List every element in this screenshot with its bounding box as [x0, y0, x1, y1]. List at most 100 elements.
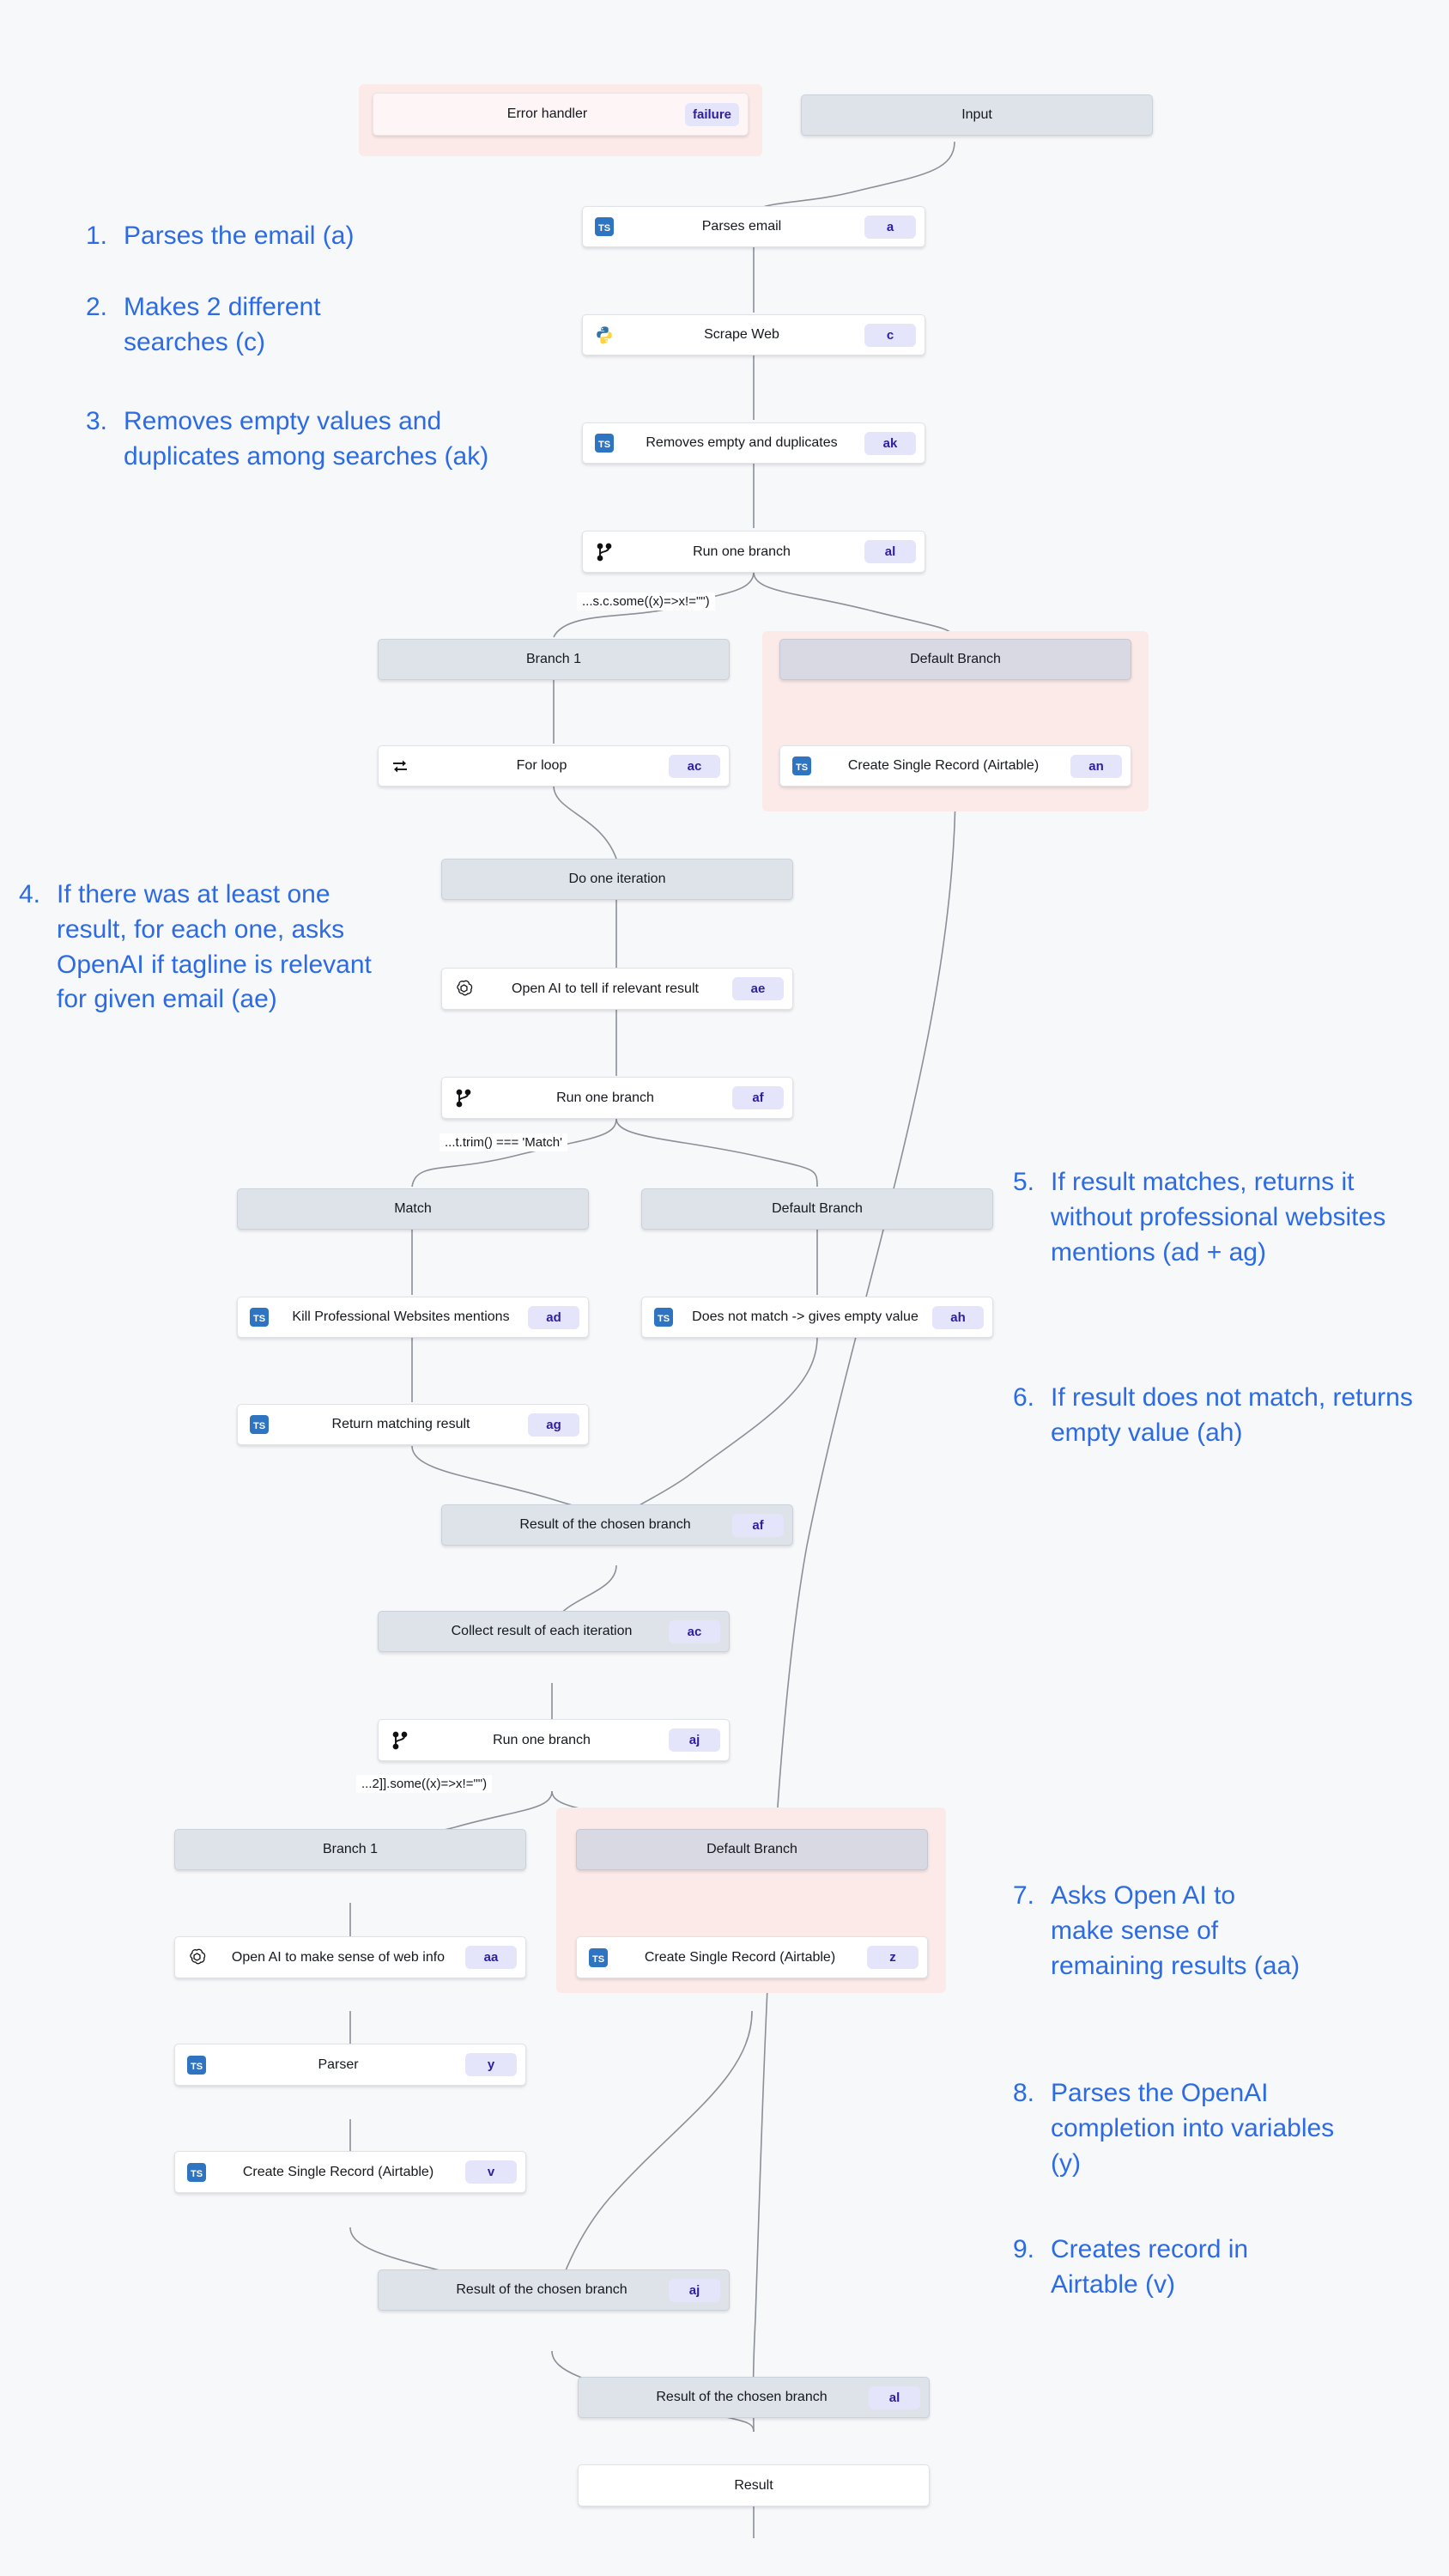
node-branch-1-bottom[interactable]: Branch 1 [174, 1829, 526, 1870]
annotation-text: If result does not match, returns empty … [1051, 1383, 1413, 1447]
node-label: Scrape Web [704, 327, 779, 342]
node-label: Create Single Record (Airtable) [242, 2164, 434, 2179]
node-label: Kill Professional Websites mentions [292, 1309, 510, 1324]
node-label: Parses email [701, 219, 782, 234]
node-badge: ac [669, 754, 720, 778]
node-label: Branch 1 [525, 652, 582, 666]
node-label: Default Branch [706, 1842, 797, 1856]
node-badge: z [867, 1946, 919, 1969]
branch-icon [590, 543, 619, 562]
annotation-text: If there was at least one result, for ea… [57, 880, 372, 1014]
annotation-number: 1. [86, 222, 108, 250]
branch-condition-middle: ...t.trim() === 'Match' [440, 1133, 568, 1151]
node-badge: ah [932, 1305, 984, 1329]
typescript-icon: TS [182, 2162, 211, 2182]
node-return-matching-result[interactable]: TS Return matching result ag [237, 1404, 589, 1445]
branch-condition-top: ...s.c.some((x)=>x!="") [577, 592, 715, 611]
openai-icon [182, 1947, 211, 1967]
node-badge: c [864, 323, 916, 347]
node-badge: ag [528, 1413, 579, 1437]
annotation-2: 2. Makes 2 different searches (c) [86, 290, 395, 361]
node-label: Result of the chosen branch [519, 1517, 691, 1532]
node-label: Branch 1 [322, 1842, 379, 1856]
annotation-8: 8. Parses the OpenAI completion into var… [1013, 2076, 1356, 2181]
annotation-5: 5. If result matches, returns it without… [1013, 1165, 1434, 1270]
node-scrape-web[interactable]: Scrape Web c [582, 314, 925, 355]
node-label: Open AI to tell if relevant result [512, 981, 699, 996]
node-default-branch-middle[interactable]: Default Branch [641, 1188, 993, 1230]
typescript-icon: TS [182, 2055, 211, 2075]
node-label: Do one iteration [568, 872, 666, 886]
node-do-one-iteration[interactable]: Do one iteration [441, 859, 793, 900]
annotation-text: Parses the email (a) [124, 222, 355, 250]
node-result-final[interactable]: Result [578, 2464, 930, 2506]
node-label: Run one branch [493, 1732, 591, 1747]
node-badge: a [864, 215, 916, 239]
node-airtable-an[interactable]: TS Create Single Record (Airtable) an [779, 745, 1131, 787]
branch-icon [449, 1089, 478, 1108]
node-label: Input [961, 107, 992, 122]
openai-icon [449, 979, 478, 999]
node-label: Run one branch [556, 1090, 654, 1105]
branch-icon [385, 1731, 415, 1750]
annotation-text: Removes empty values and duplicates amon… [124, 407, 489, 471]
node-result-of-chosen-branch-af[interactable]: Result of the chosen branch af [441, 1504, 793, 1546]
annotation-text: If result matches, returns it without pr… [1051, 1168, 1386, 1267]
typescript-icon: TS [245, 1308, 274, 1327]
node-badge: ak [864, 431, 916, 455]
node-badge: aj [669, 1728, 720, 1752]
node-default-branch-top[interactable]: Default Branch [779, 639, 1131, 680]
node-badge: ad [528, 1305, 579, 1329]
typescript-icon: TS [649, 1308, 678, 1327]
node-airtable-v[interactable]: TS Create Single Record (Airtable) v [174, 2151, 526, 2193]
node-label: Default Branch [910, 652, 1001, 666]
node-default-branch-bottom[interactable]: Default Branch [576, 1829, 928, 1870]
node-label: Run one branch [693, 544, 791, 559]
typescript-icon: TS [787, 756, 816, 775]
node-match[interactable]: Match [237, 1188, 589, 1230]
node-badge: failure [684, 102, 739, 126]
node-label: Create Single Record (Airtable) [847, 758, 1040, 773]
node-parses-email[interactable]: TS Parses email a [582, 206, 925, 247]
node-result-of-chosen-branch-aj[interactable]: Result of the chosen branch aj [378, 2269, 730, 2311]
node-input[interactable]: Input [801, 94, 1153, 136]
node-label: Parser [318, 2057, 359, 2072]
annotation-number: 2. [86, 293, 108, 321]
node-error-handler[interactable]: Error handler failure [373, 93, 749, 136]
node-badge: al [869, 2385, 920, 2409]
node-badge: an [1070, 754, 1122, 778]
node-run-one-branch-af[interactable]: Run one branch af [441, 1077, 793, 1119]
node-openai-make-sense-web-info[interactable]: Open AI to make sense of web info aa [174, 1936, 526, 1978]
node-does-not-match[interactable]: TS Does not match -> gives empty value a… [641, 1297, 993, 1338]
node-badge: ac [669, 1619, 720, 1643]
annotation-number: 7. [1013, 1881, 1035, 1910]
annotation-number: 4. [19, 880, 41, 908]
node-removes-empty-duplicates[interactable]: TS Removes empty and duplicates ak [582, 422, 925, 464]
annotation-7: 7. Asks Open AI to make sense of remaini… [1013, 1879, 1305, 1984]
node-badge: af [732, 1086, 784, 1109]
node-parser[interactable]: TS Parser y [174, 2044, 526, 2086]
annotation-text: Makes 2 different searches (c) [124, 293, 321, 356]
node-badge: v [465, 2160, 517, 2184]
node-label: Open AI to make sense of web info [231, 1949, 446, 1965]
node-result-of-chosen-branch-al[interactable]: Result of the chosen branch al [578, 2377, 930, 2418]
node-airtable-z[interactable]: TS Create Single Record (Airtable) z [576, 1936, 928, 1978]
annotation-1: 1. Parses the email (a) [86, 219, 489, 254]
node-openai-relevant-result[interactable]: Open AI to tell if relevant result ae [441, 968, 793, 1010]
annotation-6: 6. If result does not match, returns emp… [1013, 1381, 1416, 1451]
node-run-one-branch-al[interactable]: Run one branch al [582, 531, 925, 573]
node-branch-1-top[interactable]: Branch 1 [378, 639, 730, 680]
loop-icon [385, 757, 415, 775]
annotation-number: 8. [1013, 2079, 1035, 2107]
typescript-icon: TS [590, 434, 619, 453]
node-label: Create Single Record (Airtable) [644, 1949, 836, 1965]
node-kill-professional-websites-mentions[interactable]: TS Kill Professional Websites mentions a… [237, 1297, 589, 1338]
node-label: Removes empty and duplicates [646, 435, 838, 450]
node-collect-result-each-iteration[interactable]: Collect result of each iteration ac [378, 1611, 730, 1652]
node-label: Result of the chosen branch [656, 2390, 828, 2404]
node-badge: aj [669, 2278, 720, 2302]
node-for-loop[interactable]: For loop ac [378, 745, 730, 787]
annotation-text: Parses the OpenAI completion into variab… [1051, 2079, 1335, 2178]
node-run-one-branch-aj[interactable]: Run one branch aj [378, 1719, 730, 1761]
